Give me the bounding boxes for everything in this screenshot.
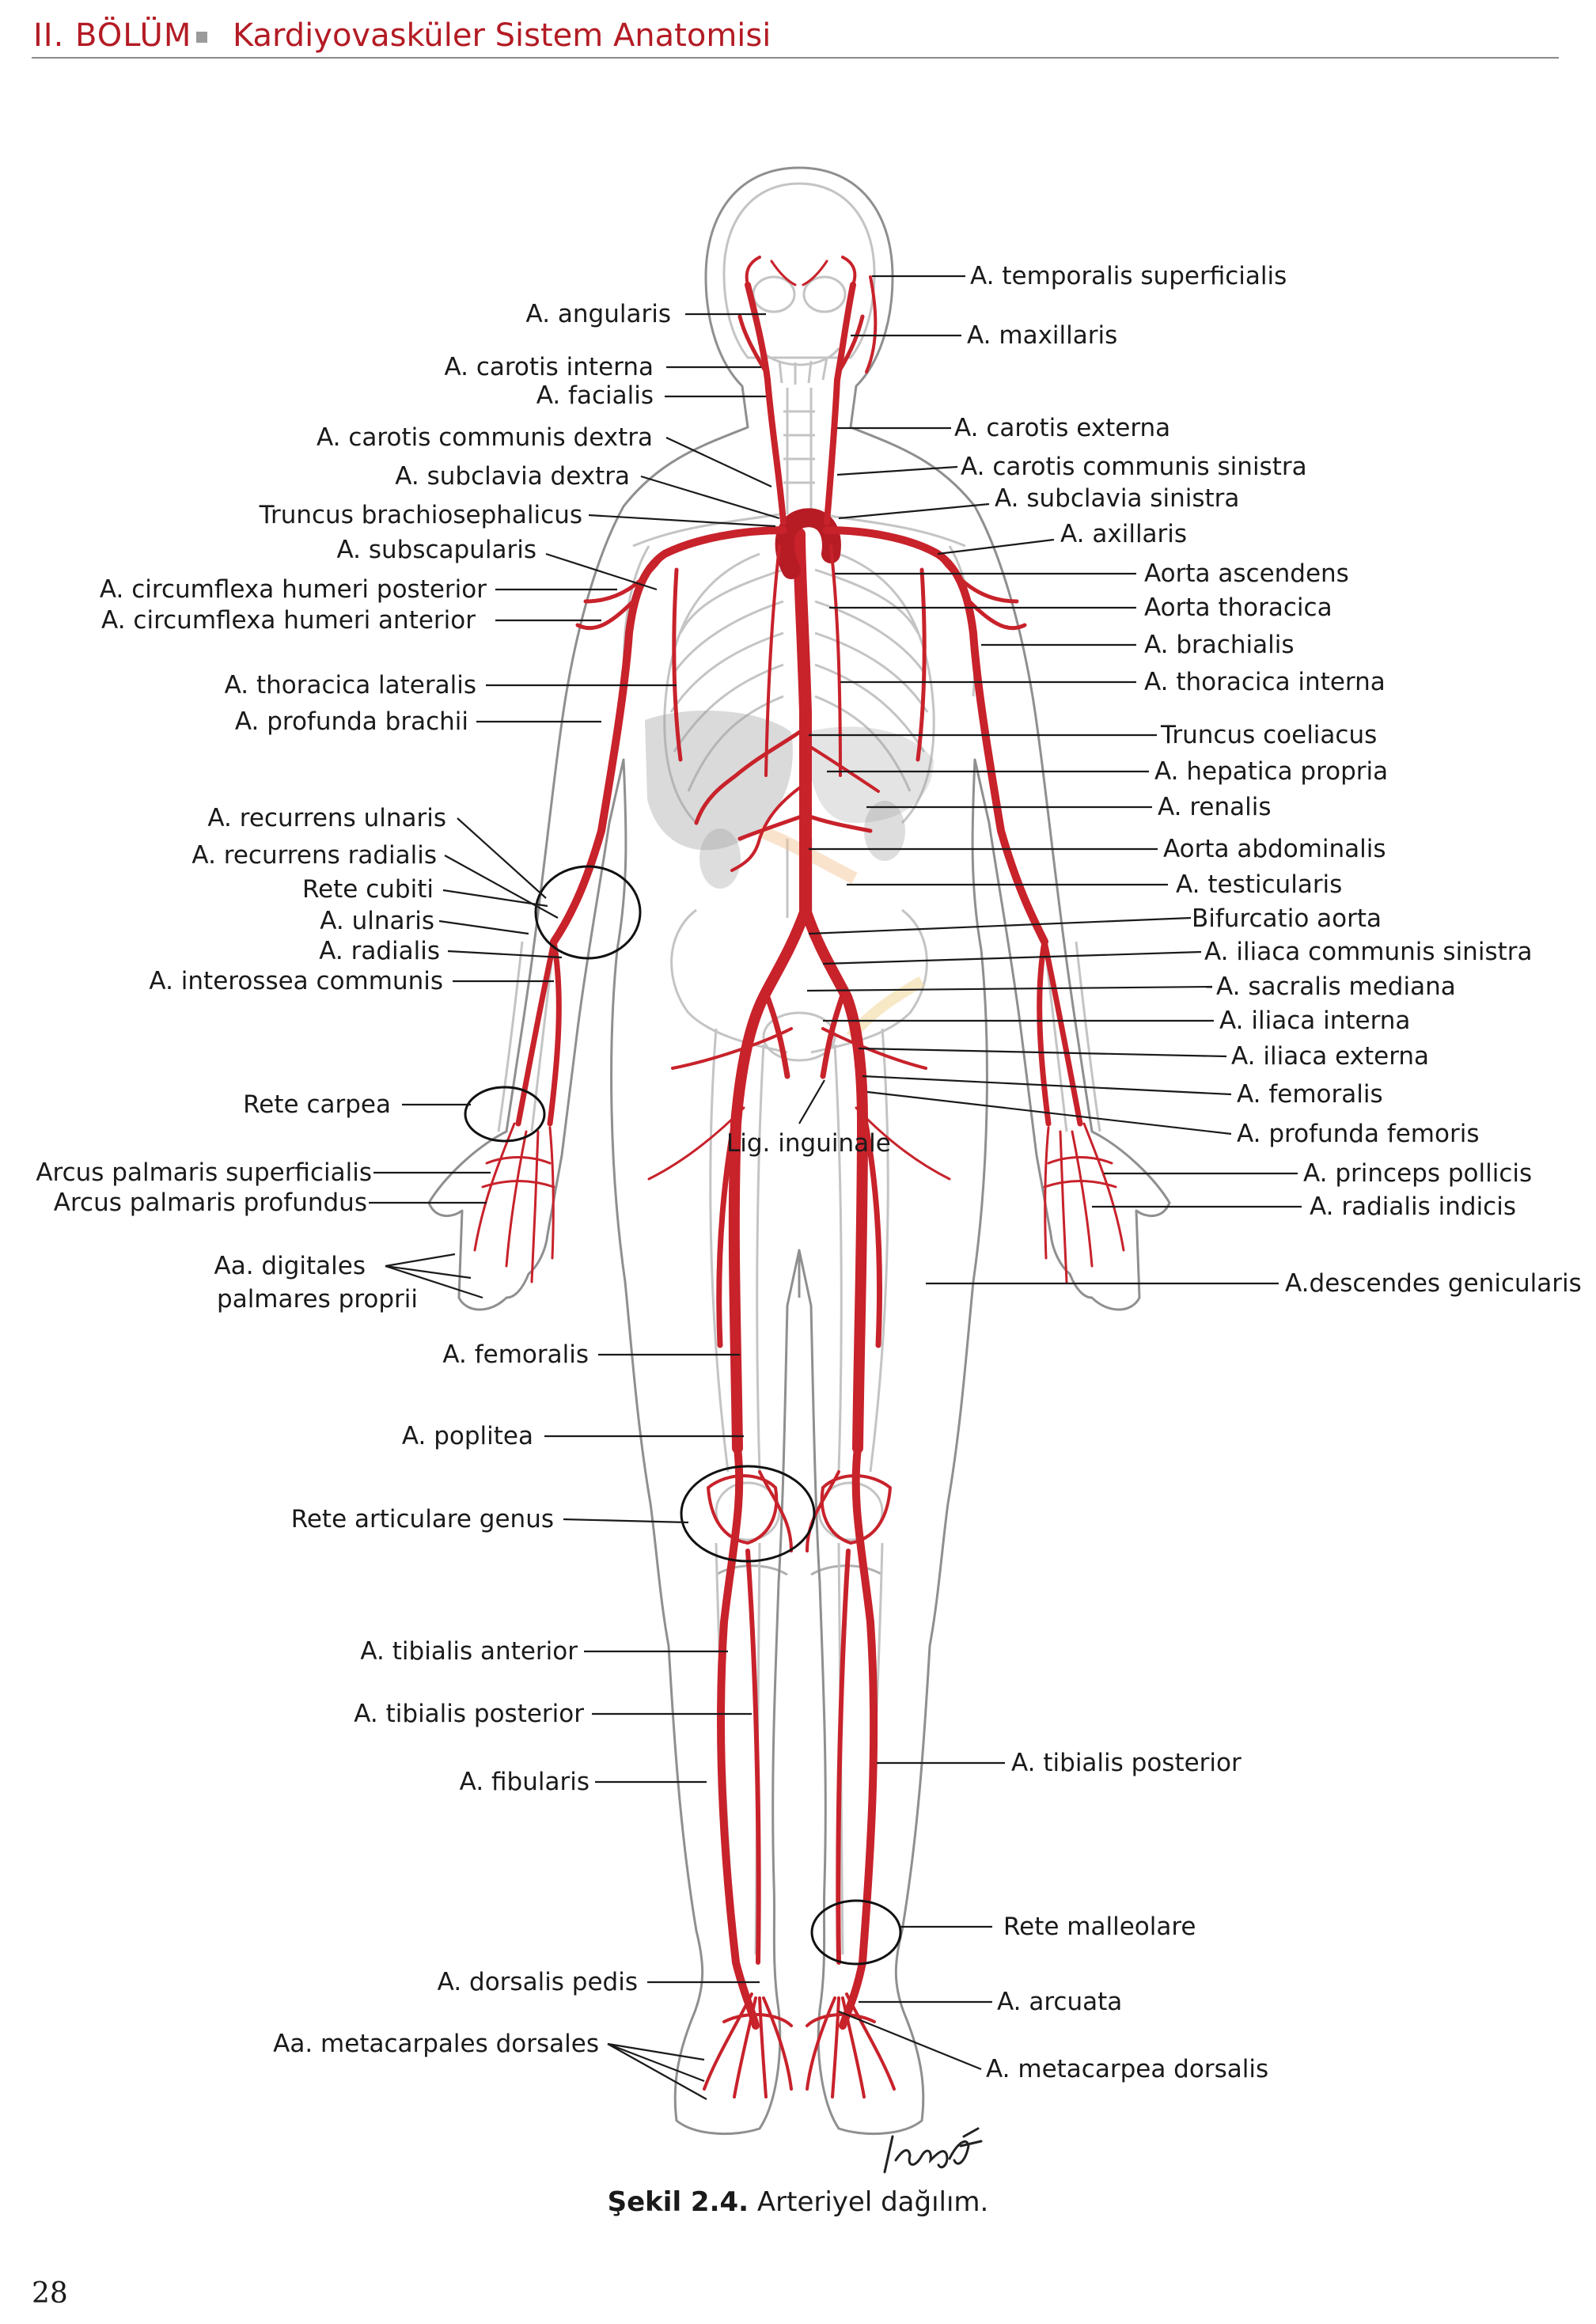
label-a-testicularis: A. testicularis	[1176, 870, 1342, 899]
aortic-arch	[775, 508, 841, 579]
rete-articulare-genus-circle	[680, 1465, 816, 1563]
label-a-thoracica-lateralis: A. thoracica lateralis	[225, 671, 476, 699]
label-a-carotis-externa: A. carotis externa	[954, 414, 1170, 442]
label-a-angularis: A. angularis	[526, 300, 671, 328]
label-a-arcuata: A. arcuata	[997, 1988, 1122, 2016]
label-aorta-thoracica: Aorta thoracica	[1144, 593, 1333, 622]
label-a-ulnaris: A. ulnaris	[320, 907, 434, 935]
label-a-brachialis: A. brachialis	[1144, 631, 1294, 659]
label-a-temporalis-superficialis: A. temporalis superficialis	[970, 262, 1287, 290]
label-truncus-coeliacus: Truncus coeliacus	[1160, 721, 1377, 749]
label-a-tibialis-posterior-right: A. tibialis posterior	[1011, 1749, 1242, 1777]
highlight-circles	[464, 865, 902, 1966]
label-a-tibialis-anterior: A. tibialis anterior	[360, 1637, 578, 1666]
label-rete-cubiti: Rete cubiti	[302, 875, 434, 904]
rete-malleolare-circle	[810, 1899, 902, 1966]
page-header: II. BÖLÜM Kardiyovasküler Sistem Anatomi…	[32, 11, 1559, 59]
caption-text: Arteriyel dağılım.	[756, 2186, 989, 2218]
label-aorta-ascendens: Aorta ascendens	[1144, 559, 1349, 588]
label-a-profunda-brachii: A. profunda brachii	[235, 707, 468, 736]
label-a-iliaca-interna: A. iliaca interna	[1219, 1007, 1410, 1035]
label-aorta-abdominalis: Aorta abdominalis	[1163, 835, 1386, 863]
label-a-interossea-communis: A. interossea communis	[149, 967, 443, 995]
label-a-femoralis-right: A. femoralis	[1237, 1080, 1383, 1109]
chapter-title: Kardiyovasküler Sistem Anatomisi	[233, 17, 771, 54]
aorta	[793, 528, 812, 916]
abdominal-organs	[645, 711, 934, 1041]
label-a-dorsalis-pedis: A. dorsalis pedis	[438, 1968, 638, 1996]
label-a-subscapularis: A. subscapularis	[337, 536, 536, 564]
label-a-renalis: A. renalis	[1158, 793, 1272, 821]
label-a-hepatica-propria: A. hepatica propria	[1154, 757, 1388, 786]
label-a-radialis-indicis: A. radialis indicis	[1310, 1192, 1516, 1221]
label-a-circumflexa-humeri-anterior: A. circumflexa humeri anterior	[101, 606, 476, 635]
label-aa-digitales: Aa. digitales	[214, 1252, 366, 1280]
label-rete-articulare-genus: Rete articulare genus	[291, 1505, 554, 1534]
rete-cubiti-circle	[534, 865, 642, 960]
label-a-axillaris: A. axillaris	[1060, 520, 1187, 548]
label-a-femoralis-left: A. femoralis	[442, 1340, 589, 1369]
label-a-facialis: A. facialis	[536, 381, 654, 410]
label-arcus-palmaris-profundus: Arcus palmaris profundus	[54, 1189, 367, 1217]
label-rete-carpea: Rete carpea	[243, 1090, 391, 1119]
labels-left: A. angularis A. carotis interna A. facia…	[36, 300, 671, 2058]
label-a-profunda-femoris: A. profunda femoris	[1237, 1120, 1479, 1148]
label-a-subclavia-dextra: A. subclavia dextra	[395, 462, 630, 491]
label-a-maxillaris: A. maxillaris	[967, 321, 1117, 350]
section-label: II. BÖLÜM	[33, 17, 192, 54]
skeleton-sketch	[497, 182, 1101, 1955]
label-rete-malleolare: Rete malleolare	[1003, 1913, 1196, 1941]
label-a-sacralis-mediana: A. sacralis mediana	[1216, 972, 1456, 1001]
label-a-recurrens-radialis: A. recurrens radialis	[191, 841, 437, 870]
label-lig-inguinale: Lig. inguinale	[726, 1129, 891, 1158]
header-separator-square	[196, 32, 207, 43]
label-truncus-brachiosephalicus: Truncus brachiosephalicus	[259, 501, 582, 529]
label-a-iliaca-externa: A. iliaca externa	[1231, 1042, 1429, 1071]
labels-right: A. temporalis superficialis A. maxillari…	[954, 262, 1582, 2083]
artist-signature	[883, 2127, 983, 2174]
label-a-thoracica-interna: A. thoracica interna	[1144, 668, 1386, 696]
label-a-radialis: A. radialis	[319, 937, 440, 965]
label-a-subclavia-sinistra: A. subclavia sinistra	[995, 484, 1239, 513]
label-a-recurrens-ulnaris: A. recurrens ulnaris	[207, 804, 446, 832]
label-a-carotis-interna: A. carotis interna	[444, 353, 654, 381]
caption-number: Şekil 2.4.	[607, 2186, 749, 2218]
label-bifurcatio-aorta: Bifurcatio aorta	[1192, 904, 1382, 933]
label-a-poplitea: A. poplitea	[402, 1422, 533, 1450]
label-a-circumflexa-humeri-posterior: A. circumflexa humeri posterior	[100, 575, 487, 604]
label-aa-metacarpales-dorsales: Aa. metacarpales dorsales	[273, 2030, 599, 2058]
rete-carpea-circle	[464, 1086, 546, 1143]
label-a-iliaca-communis-sinistra: A. iliaca communis sinistra	[1204, 938, 1533, 966]
label-a-carotis-communis-sinistra: A. carotis communis sinistra	[961, 453, 1307, 481]
figure-caption: Şekil 2.4. Arteriyel dağılım.	[0, 2186, 1596, 2218]
label-a-fibularis: A. fibularis	[460, 1768, 589, 1796]
arteries	[473, 256, 1125, 2098]
label-a-princeps-pollicis: A. princeps pollicis	[1303, 1159, 1532, 1188]
label-a-tibialis-posterior-left: A. tibialis posterior	[354, 1700, 584, 1728]
leader-lines	[369, 275, 1302, 2100]
label-palmares-proprii: palmares proprii	[217, 1285, 418, 1314]
label-a-carotis-communis-dextra: A. carotis communis dextra	[317, 423, 653, 452]
label-arcus-palmaris-superficialis: Arcus palmaris superficialis	[36, 1158, 372, 1187]
label-a-metacarpea-dorsalis: A. metacarpea dorsalis	[986, 2055, 1268, 2083]
page-number: 28	[32, 2277, 68, 2310]
label-a-descendes-genicularis: A.descendes genicularis	[1285, 1269, 1582, 1298]
